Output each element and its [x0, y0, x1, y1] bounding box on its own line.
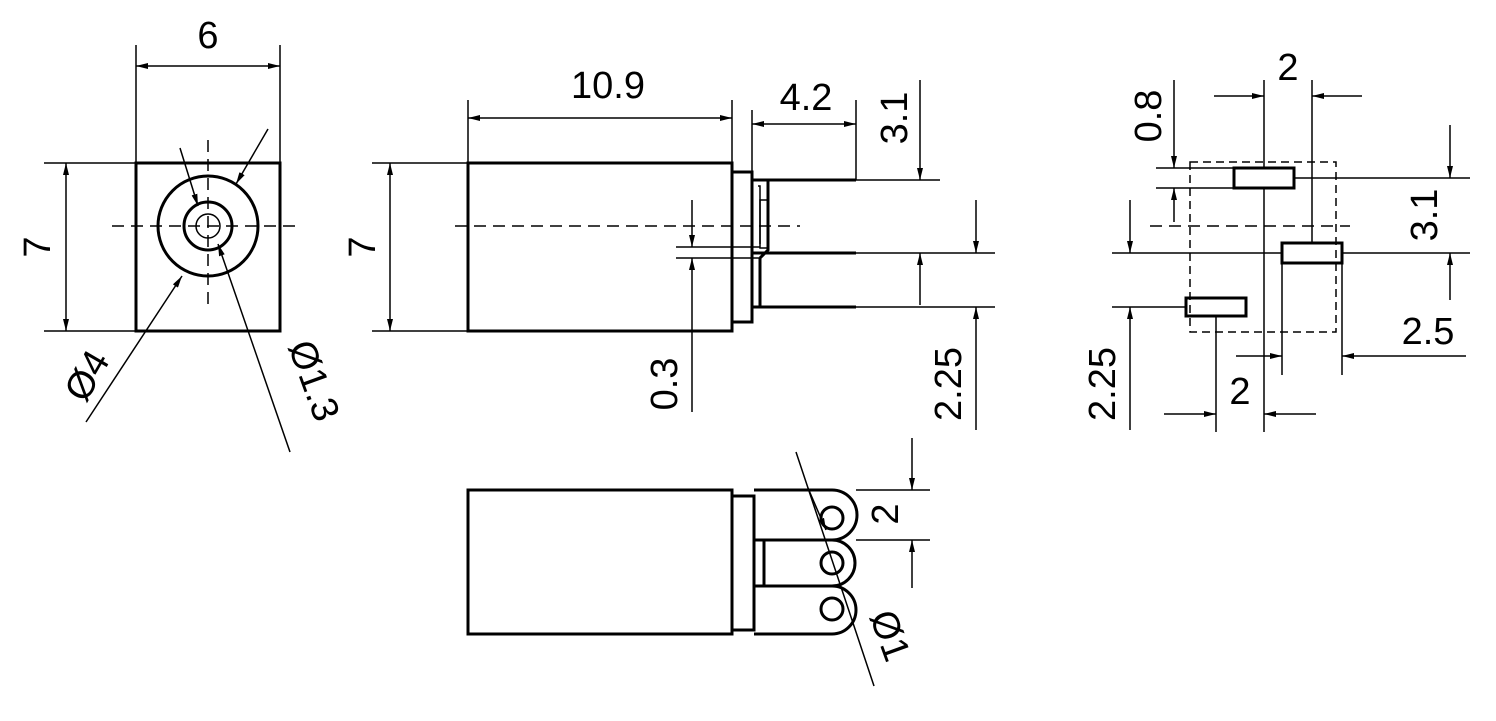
leader-pin-diameter: [217, 243, 291, 453]
dim-offset: 0.3: [644, 358, 686, 411]
dim-pad-offset-right: 2.5: [1402, 311, 1455, 353]
bottom-view: 2 Ø1: [466, 438, 930, 687]
pin-hole-bottom: [819, 596, 845, 622]
dim-hole-diameter: Ø1: [861, 605, 918, 667]
dim-pad-top: 2: [1277, 47, 1298, 89]
dim-pad-pitch: 3.1: [1404, 189, 1446, 242]
dim-front-height: 7: [17, 236, 59, 257]
footprint-view: 2 0.8 3.1 2.5 2 2.25: [1082, 47, 1470, 432]
dim-terminal-length: 4.2: [780, 77, 833, 119]
dim-pin-diameter: Ø1.3: [279, 335, 347, 427]
dim-body-length: 10.9: [571, 65, 645, 107]
dim-pad-thickness: 0.8: [1128, 90, 1170, 143]
bottom-body: [466, 488, 734, 636]
leader-outer-diameter-top: [235, 128, 269, 185]
terminal-bend: [759, 199, 769, 249]
pin-end-middle: [831, 538, 857, 588]
front-view: 6 7 Ø4 Ø1.3: [17, 15, 347, 453]
pad-right: [1280, 241, 1344, 265]
pin-end-top: [831, 488, 859, 542]
pin-hole-middle: [819, 550, 845, 576]
dim-pin-spacing-top: 3.1: [874, 92, 916, 145]
side-view: 10.9 4.2 7 3.1 0.3 2.25: [342, 65, 995, 430]
leader-outer-diameter: [85, 275, 183, 423]
dim-pin-spacing-bottom: 2.25: [928, 347, 970, 421]
dim-outer-diameter: Ø4: [57, 344, 119, 409]
pad-left: [1184, 296, 1248, 318]
pad-top: [1232, 166, 1296, 190]
dim-front-width: 6: [197, 15, 218, 57]
leader-pin-diameter-top: [179, 147, 199, 207]
footprint-outline: [1189, 161, 1337, 333]
bottom-flange: [730, 494, 756, 632]
bottom-terminal-block: [752, 538, 766, 588]
leader-hole-arrow: [807, 487, 827, 531]
leader-hole-diameter: [795, 451, 875, 687]
dim-side-height: 7: [342, 236, 384, 257]
dim-pad-offset-bottom: 2: [1229, 371, 1250, 413]
dim-pad-vertical: 2.25: [1082, 347, 1124, 421]
dim-bottom-pitch: 2: [865, 503, 907, 524]
